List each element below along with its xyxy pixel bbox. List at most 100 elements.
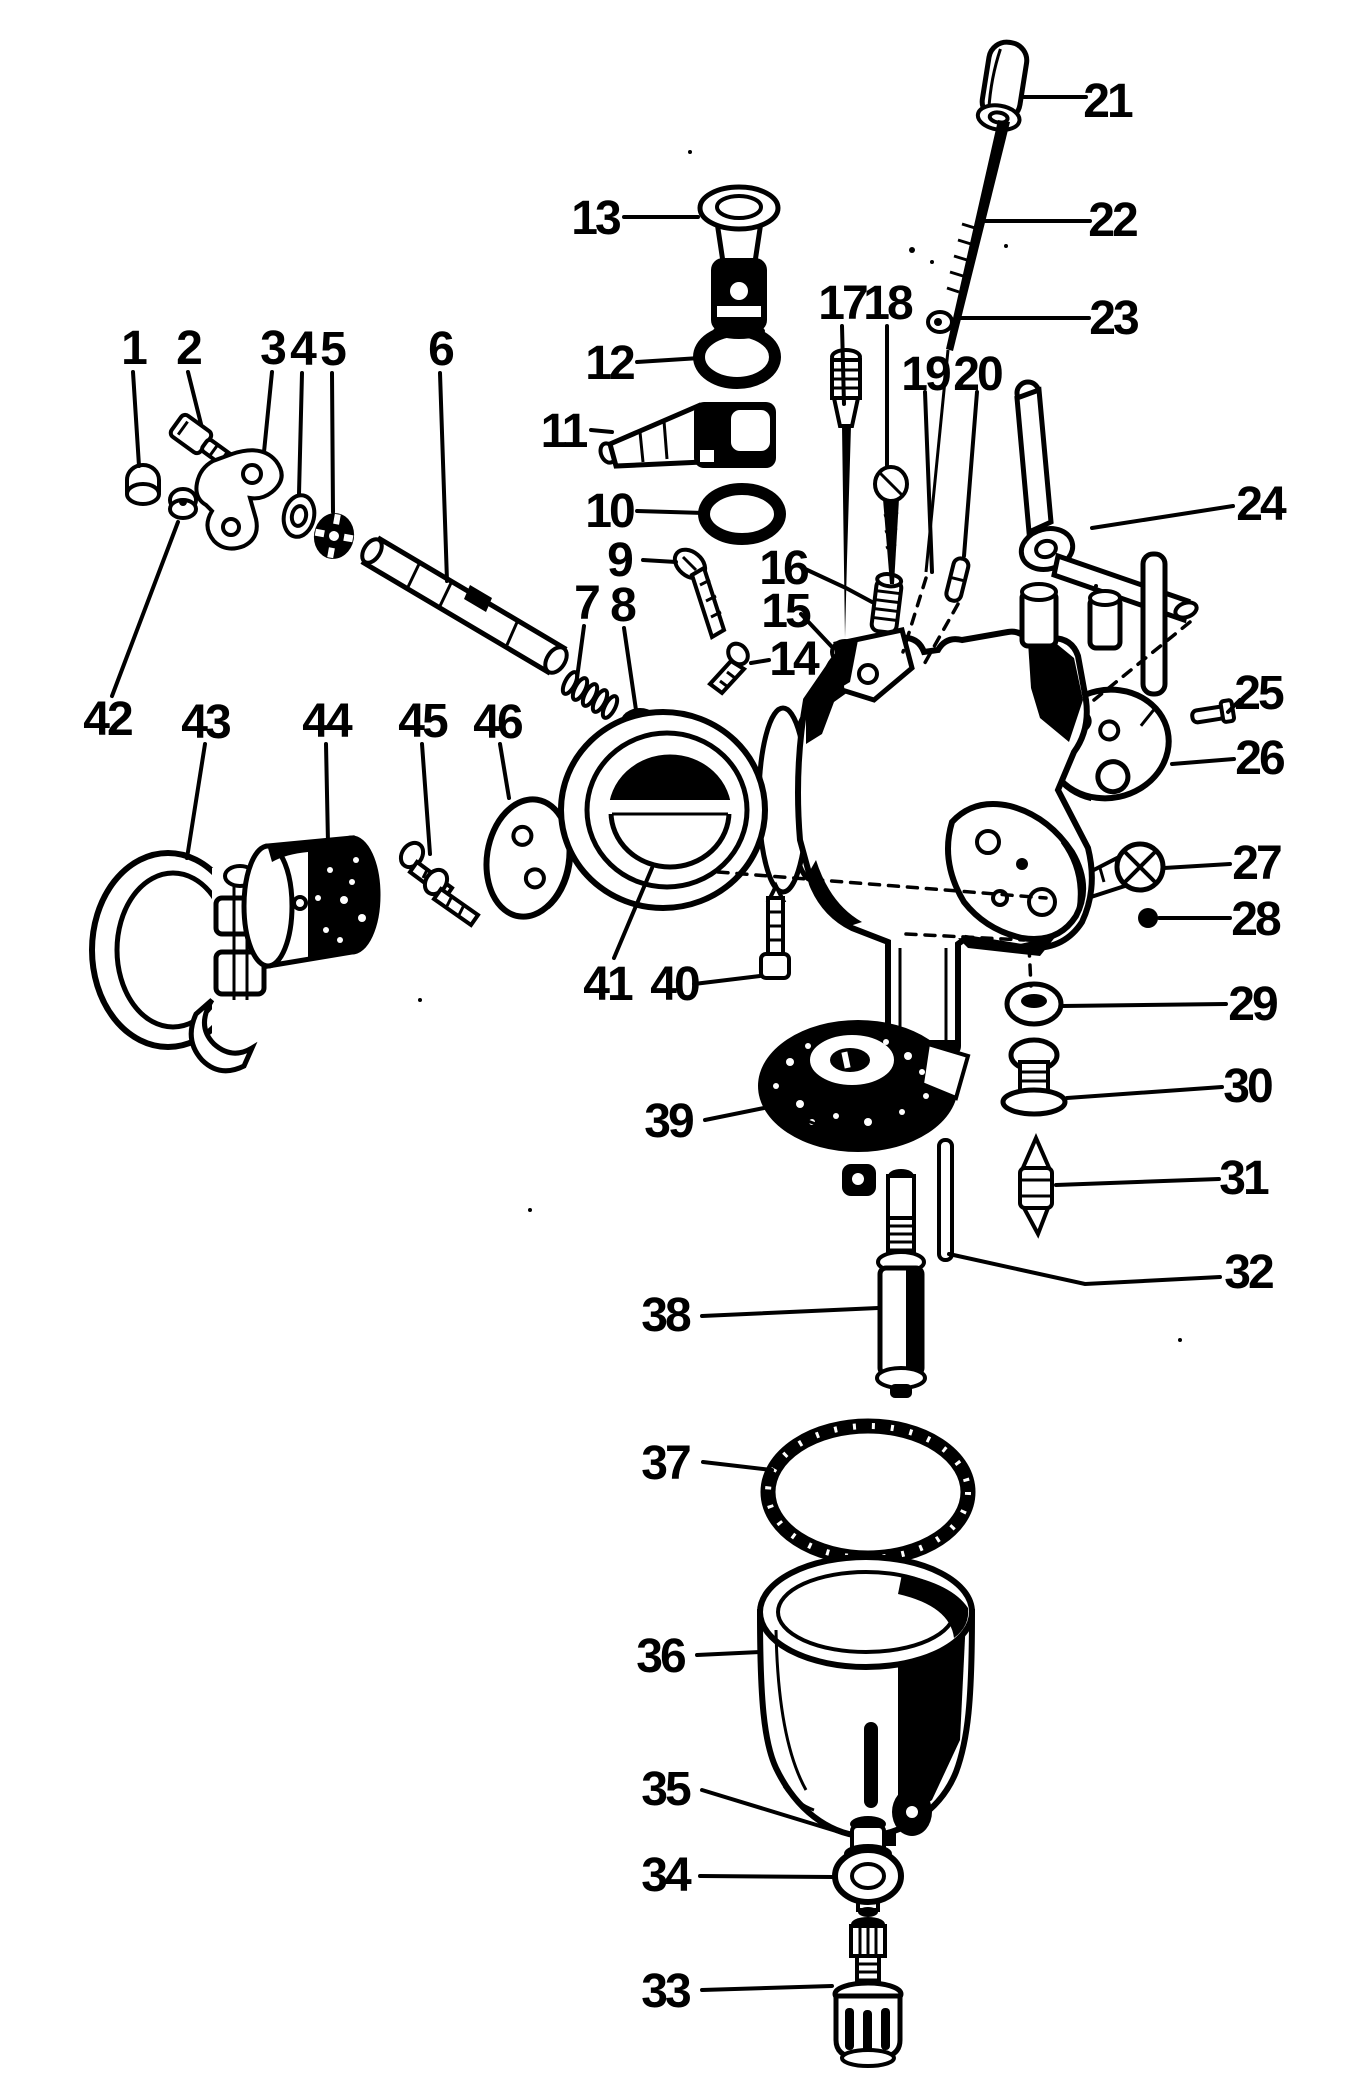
part-float	[758, 1020, 971, 1196]
leader-line-29	[1060, 1002, 1228, 1008]
part-throttle-stop-screw	[873, 465, 909, 584]
callout-3: 3	[260, 322, 285, 375]
leader-line-34	[698, 1874, 835, 1879]
callout-19: 19	[901, 348, 950, 401]
part-clamp-screws	[398, 840, 481, 928]
projection-dashed-line	[901, 576, 928, 654]
callout-32: 32	[1224, 1246, 1273, 1299]
leader-line-4	[297, 371, 304, 496]
callout-1: 1	[121, 322, 147, 375]
leader-line-42	[110, 520, 180, 698]
callout-25: 25	[1234, 667, 1284, 720]
part-banjo-fitting	[598, 402, 776, 469]
part-float-bowl-screw	[759, 881, 791, 980]
callout-40: 40	[650, 958, 699, 1011]
callout-43: 43	[181, 696, 230, 749]
callout-33: 33	[641, 1965, 690, 2018]
callout-35: 35	[641, 1763, 691, 1816]
callout-31: 31	[1219, 1152, 1269, 1205]
part-plain-washer	[281, 493, 317, 539]
leader-line-32	[947, 1252, 1222, 1287]
callout-14: 14	[769, 633, 820, 686]
part-ball	[1138, 908, 1158, 928]
callout-37: 37	[641, 1437, 690, 1490]
part-lock-nut	[313, 513, 355, 559]
leader-line-12	[635, 356, 702, 364]
leader-line-41	[612, 866, 654, 960]
leader-line-37	[701, 1460, 774, 1472]
part-idle-spring	[560, 670, 620, 720]
leader-line-6	[438, 371, 449, 583]
callout-26: 26	[1235, 732, 1284, 785]
callout-10: 10	[585, 485, 634, 538]
callout-45: 45	[398, 695, 448, 748]
leader-line-43	[185, 742, 207, 860]
leader-line-14	[749, 658, 771, 665]
leader-line-10	[635, 509, 706, 515]
part-jet-washer	[832, 1847, 904, 1905]
leader-line-33	[700, 1984, 834, 1992]
callout-28: 28	[1231, 893, 1281, 946]
callout-12: 12	[585, 337, 634, 390]
part-cable-adjuster	[697, 184, 781, 339]
callout-20: 20	[953, 348, 1002, 401]
part-cable-locknut	[168, 487, 198, 520]
callout-39: 39	[644, 1095, 693, 1148]
callout-9: 9	[607, 534, 632, 587]
part-venturi-bell	[558, 709, 768, 911]
leader-line-5	[330, 371, 335, 514]
projection-dashed-line	[904, 932, 1026, 942]
callout-6: 6	[428, 323, 453, 376]
callout-15: 15	[761, 585, 811, 638]
leader-line-36	[695, 1650, 762, 1657]
callout-23: 23	[1089, 292, 1138, 345]
leader-line-38	[700, 1306, 880, 1318]
leader-line-40	[692, 974, 762, 986]
projection-dashed-line	[1092, 620, 1192, 702]
part-float-bowl	[756, 1554, 976, 1840]
callout-18: 18	[863, 277, 913, 330]
part-valve-seat-screw	[1000, 1037, 1068, 1117]
projection-dashed-line	[716, 870, 1048, 900]
part-atomizer-tube	[875, 1169, 927, 1398]
leader-line-35	[700, 1788, 848, 1836]
leader-line-24	[1090, 504, 1235, 530]
leader-line-11	[589, 428, 614, 434]
part-float-pin	[937, 1138, 954, 1262]
callout-38: 38	[641, 1289, 691, 1342]
projection-dashed-line	[920, 602, 960, 670]
part-pin	[944, 556, 971, 603]
callout-30: 30	[1223, 1060, 1272, 1113]
callout-5: 5	[320, 323, 346, 376]
leader-line-7	[575, 624, 586, 680]
leader-line-17	[840, 324, 846, 406]
part-manifold-clamp	[89, 850, 272, 1074]
projection-dashed-line	[1027, 944, 1033, 988]
leader-line-46	[498, 742, 511, 800]
leader-line-44	[324, 742, 330, 845]
callout-7: 7	[574, 577, 599, 630]
callout-42: 42	[83, 693, 132, 746]
leader-line-20	[962, 390, 979, 558]
part-rubber-sleeve	[241, 835, 381, 969]
callout-36: 36	[636, 1630, 685, 1683]
part-cable-anchor-plate	[194, 448, 284, 551]
callout-16: 16	[759, 542, 808, 595]
callout-13: 13	[571, 192, 620, 245]
leader-line-9	[641, 558, 678, 564]
leader-line-19	[923, 390, 934, 574]
scan-noise	[418, 150, 1182, 1342]
leader-line-25	[1226, 698, 1242, 714]
callout-24: 24	[1236, 478, 1287, 531]
callout-17: 17	[818, 277, 867, 330]
leader-line-30	[1065, 1085, 1224, 1100]
callout-29: 29	[1228, 978, 1277, 1031]
callout-2: 2	[176, 322, 201, 375]
part-choke-disc	[483, 796, 574, 920]
leader-line-27	[1162, 862, 1232, 870]
part-main-jet	[832, 1917, 904, 2068]
callout-11: 11	[541, 405, 588, 458]
